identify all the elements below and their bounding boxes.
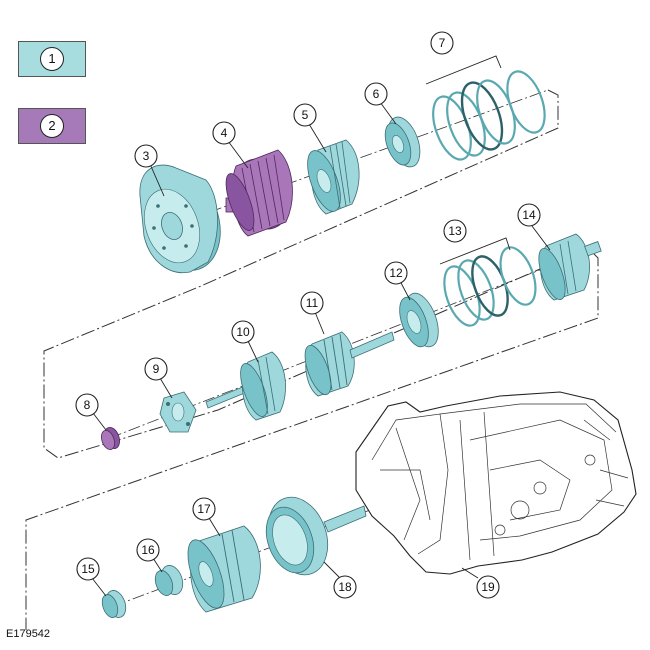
svg-text:13: 13 bbox=[448, 224, 462, 238]
part-12-hub-gear bbox=[399, 292, 439, 348]
legend-swatch-1: 1 bbox=[18, 41, 86, 77]
part-13-clutch-plates bbox=[443, 246, 537, 327]
legend-number-1: 1 bbox=[40, 47, 64, 71]
part-7-clutch-plates bbox=[432, 70, 546, 161]
svg-text:15: 15 bbox=[81, 562, 95, 576]
callout-18: 18 bbox=[333, 575, 357, 599]
svg-text:3: 3 bbox=[143, 149, 150, 163]
part-11-planetary-shaft bbox=[304, 331, 395, 397]
part-6-hub bbox=[384, 116, 421, 168]
svg-text:12: 12 bbox=[389, 266, 403, 280]
svg-text:5: 5 bbox=[302, 108, 309, 122]
callout-16: 16 bbox=[136, 538, 160, 562]
svg-text:17: 17 bbox=[197, 502, 211, 516]
reference-code: E179542 bbox=[6, 628, 51, 640]
part-19-transmission-case bbox=[355, 391, 637, 575]
assembly-frame-line bbox=[25, 89, 599, 630]
part-14-output-drum bbox=[538, 233, 602, 301]
svg-text:4: 4 bbox=[221, 126, 228, 140]
callout-19: 19 bbox=[476, 575, 500, 599]
svg-text:7: 7 bbox=[439, 36, 446, 50]
part-16-sun-gear bbox=[154, 565, 184, 596]
part-13-bracket bbox=[439, 237, 511, 265]
callout-9: 9 bbox=[144, 357, 168, 381]
callout-12: 12 bbox=[384, 261, 408, 285]
part-4-purple-clutch-drum bbox=[225, 149, 293, 237]
svg-text:14: 14 bbox=[522, 208, 536, 222]
svg-text:19: 19 bbox=[481, 580, 495, 594]
part-7-bracket bbox=[425, 55, 502, 85]
svg-text:8: 8 bbox=[84, 398, 91, 412]
svg-text:10: 10 bbox=[236, 325, 250, 339]
callout-6: 6 bbox=[364, 82, 388, 106]
part-18-ring-gear bbox=[265, 496, 367, 576]
part-15-small-gear bbox=[101, 590, 127, 618]
svg-text:9: 9 bbox=[153, 362, 160, 376]
svg-text:11: 11 bbox=[306, 296, 319, 310]
svg-text:6: 6 bbox=[373, 87, 380, 101]
callout-14: 14 bbox=[517, 203, 541, 227]
callout-11: 11 bbox=[300, 291, 324, 315]
callout-3: 3 bbox=[134, 144, 158, 168]
part-5-clutch-drum bbox=[307, 139, 360, 215]
callout-13: 13 bbox=[443, 219, 467, 243]
leader-lines bbox=[91, 101, 551, 597]
part-17-planet-carrier bbox=[187, 525, 261, 613]
part-8-purple-gear bbox=[101, 426, 120, 451]
svg-text:16: 16 bbox=[141, 543, 155, 557]
callout-4: 4 bbox=[212, 121, 236, 145]
callout-15: 15 bbox=[76, 557, 100, 581]
callout-10: 10 bbox=[231, 320, 255, 344]
part-10-ring-drum bbox=[240, 351, 286, 421]
svg-text:18: 18 bbox=[338, 580, 352, 594]
part-3-pump-housing bbox=[139, 164, 221, 274]
legend-swatch-2: 2 bbox=[18, 108, 86, 144]
legend-number-2: 2 bbox=[40, 114, 64, 138]
callout-8: 8 bbox=[75, 393, 99, 417]
callout-5: 5 bbox=[293, 103, 317, 127]
callout-17: 17 bbox=[192, 497, 216, 521]
part-9-carrier bbox=[159, 391, 197, 433]
callout-7: 7 bbox=[430, 31, 454, 55]
